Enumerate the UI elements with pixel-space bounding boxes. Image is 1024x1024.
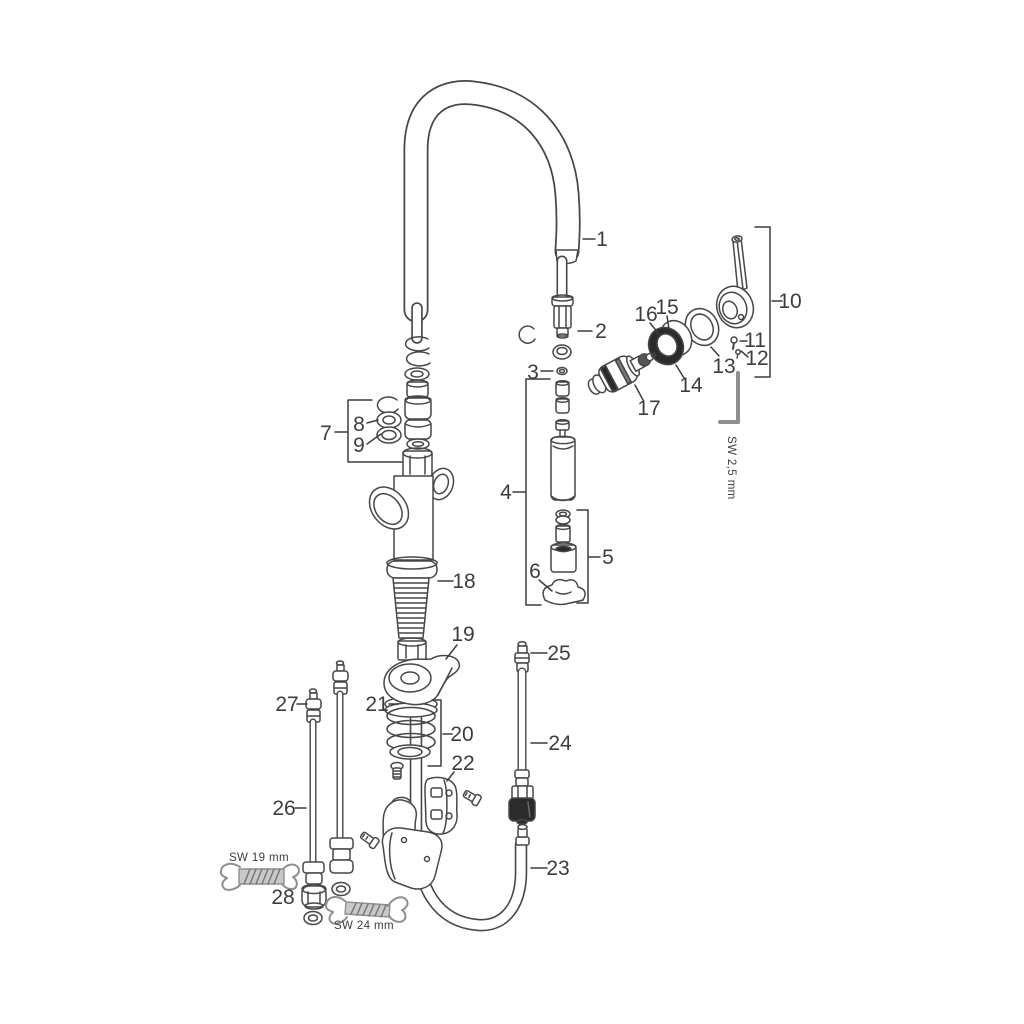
allen-key [718, 371, 740, 424]
grub-screw [390, 761, 404, 780]
part-label-5: 5 [602, 546, 614, 569]
leader-15 [666, 315, 670, 330]
escutcheon-part-19 [383, 654, 461, 718]
supply-hose-long [329, 660, 354, 897]
leader-13 [710, 346, 720, 357]
nut-part-28 [301, 883, 327, 926]
oring-set-parts-8-9 [376, 396, 402, 444]
leader-17 [634, 384, 644, 401]
hose-guide-spring-part-18 [392, 577, 430, 661]
cartridge-part-17 [587, 352, 657, 395]
bracket-10 [754, 226, 771, 378]
part-label-1: 1 [596, 228, 608, 251]
hose-connector-part-25 [514, 641, 530, 673]
part-label-14: 14 [679, 374, 703, 397]
handle-part-10 [715, 235, 755, 329]
wrench-24-label: SW 24 mm [334, 920, 394, 932]
leader-14 [675, 364, 685, 379]
part-label-16: 16 [634, 303, 657, 326]
spray-head-body [368, 467, 455, 579]
wrench-sw19 [219, 862, 300, 891]
hose-weight [508, 785, 536, 825]
outlet-pipe-part-4 [550, 419, 576, 502]
part-label-6: 6 [529, 560, 541, 583]
coil-spring-part-21 [386, 706, 436, 760]
seal-pack-part-5 [550, 509, 577, 573]
allen-key-label: SW 2,5 mm [725, 436, 737, 500]
pipe-ring-stack [402, 336, 433, 478]
part-label-27: 27 [275, 693, 298, 716]
label-layer: 1 2 3 4 5 6 7 8 9 10 11 12 13 14 15 16 1… [229, 228, 802, 932]
sleeve-part-16 [647, 326, 685, 366]
wrench-19-label: SW 19 mm [229, 852, 289, 864]
bracket-20 [427, 699, 442, 767]
spout-part-1 [403, 80, 581, 323]
leader-9 [366, 433, 382, 445]
part-label-10: 10 [778, 290, 801, 313]
part-label-28: 28 [271, 886, 294, 909]
part-label-24: 24 [548, 732, 572, 755]
mounting-wedge [381, 827, 443, 890]
leader-19 [445, 644, 458, 660]
part-label-7: 7 [320, 422, 332, 445]
part-label-4: 4 [500, 481, 512, 504]
leader-layer [294, 226, 783, 869]
bracket-7 [347, 399, 403, 463]
bracket-4 [525, 378, 551, 606]
part-label-12: 12 [745, 347, 768, 370]
spout-tip-cap [555, 249, 579, 304]
part-label-19: 19 [451, 623, 474, 646]
screw-part-11 [730, 336, 738, 350]
part-label-22: 22 [451, 752, 474, 775]
part-label-20: 20 [450, 723, 473, 746]
connection-hose-part-24 [514, 667, 530, 787]
part-label-25: 25 [547, 642, 570, 665]
part-label-2: 2 [595, 320, 607, 343]
part-label-15: 15 [655, 296, 678, 319]
part-label-17: 17 [637, 397, 660, 420]
supply-hose-short [302, 688, 325, 885]
part-label-8: 8 [353, 413, 365, 436]
leader-6 [538, 579, 553, 592]
part-label-9: 9 [353, 434, 365, 457]
spring-clip-part-6 [542, 578, 586, 606]
part-label-18: 18 [452, 570, 475, 593]
part-label-11: 11 [744, 329, 766, 352]
wrench-sw24 [324, 896, 409, 925]
leader-8 [366, 419, 379, 424]
retaining-clip [518, 325, 536, 344]
bracket-5 [576, 509, 589, 604]
part-label-26: 26 [272, 797, 295, 820]
leader-16 [649, 322, 660, 335]
screw-part-12 [735, 349, 741, 359]
art-layer [219, 80, 755, 932]
part-label-13: 13 [712, 355, 735, 378]
part-label-23: 23 [546, 857, 569, 880]
aerator-part-2 [551, 294, 574, 339]
leader-22 [446, 771, 455, 782]
spacer-stack-part-3 [552, 344, 572, 414]
hose-end-connector [515, 823, 530, 846]
part-label-3: 3 [527, 361, 539, 384]
leader-12 [740, 350, 749, 358]
part-label-21: 21 [365, 693, 388, 716]
